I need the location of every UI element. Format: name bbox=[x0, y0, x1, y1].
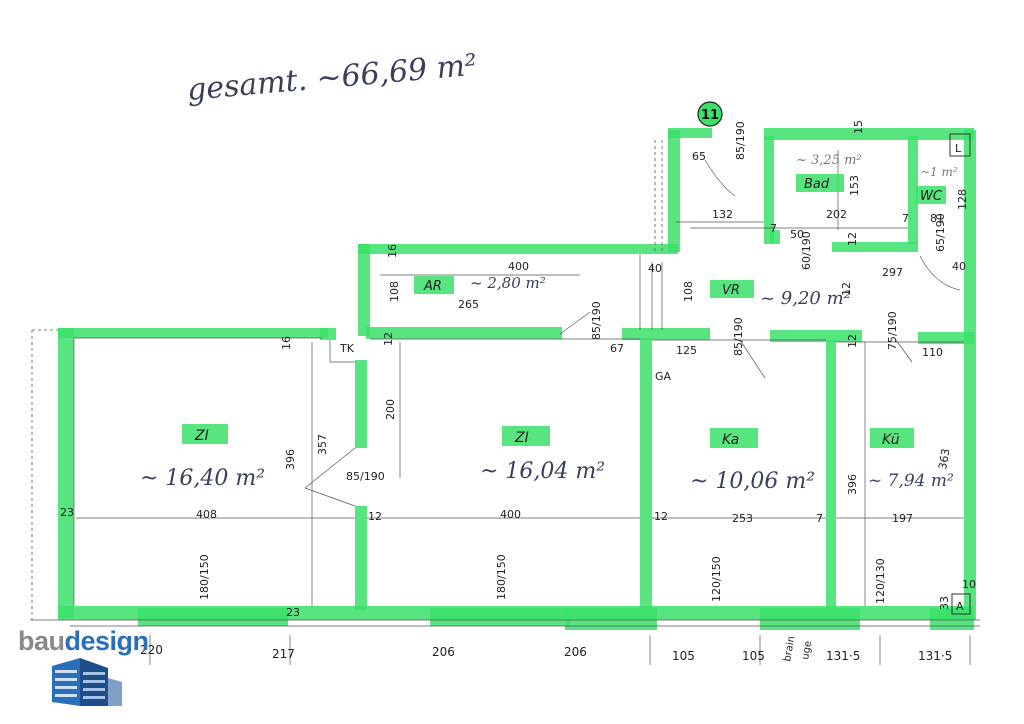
svg-text:40: 40 bbox=[952, 260, 966, 273]
svg-text:297: 297 bbox=[882, 266, 903, 279]
room-ar-label: AR bbox=[423, 279, 442, 294]
svg-text:23: 23 bbox=[286, 606, 300, 619]
svg-text:12: 12 bbox=[654, 510, 668, 523]
room-ku-area: ~ 7,94 m² bbox=[868, 471, 954, 491]
marker-l: L bbox=[955, 142, 962, 155]
svg-text:363: 363 bbox=[936, 448, 952, 471]
room-ka-label: Ka bbox=[722, 432, 739, 448]
svg-text:357: 357 bbox=[316, 434, 329, 455]
marker-tk: TK bbox=[339, 342, 355, 355]
svg-text:200: 200 bbox=[384, 399, 397, 420]
svg-text:202: 202 bbox=[826, 208, 847, 221]
svg-text:396: 396 bbox=[846, 474, 859, 495]
svg-text:105: 105 bbox=[672, 649, 695, 663]
room-zi2-label: ZI bbox=[514, 430, 529, 446]
svg-text:33: 33 bbox=[938, 596, 951, 610]
svg-text:153: 153 bbox=[848, 175, 861, 196]
unit-number-circle bbox=[697, 101, 723, 127]
svg-text:110: 110 bbox=[922, 346, 943, 359]
room-wc-area: ~1 m² bbox=[920, 165, 958, 179]
room-ar-area: ~ 2,80 m² bbox=[470, 274, 546, 292]
svg-text:15: 15 bbox=[852, 120, 865, 134]
svg-text:60/190: 60/190 bbox=[800, 231, 813, 270]
baudesign-logo: baudesign bbox=[18, 626, 158, 706]
svg-text:253: 253 bbox=[732, 512, 753, 525]
svg-text:105: 105 bbox=[742, 649, 765, 663]
svg-text:75/190: 75/190 bbox=[886, 311, 899, 350]
room-wc-label: WC bbox=[920, 189, 943, 204]
svg-text:206: 206 bbox=[564, 645, 587, 659]
svg-text:408: 408 bbox=[196, 508, 217, 521]
svg-text:132: 132 bbox=[712, 208, 733, 221]
svg-text:206: 206 bbox=[432, 645, 455, 659]
svg-text:65: 65 bbox=[692, 150, 706, 163]
total-area-label: gesamt. ~66,69 m² bbox=[186, 48, 479, 108]
svg-text:85/190: 85/190 bbox=[732, 317, 745, 356]
room-ku-label: Kü bbox=[882, 432, 900, 448]
svg-text:81: 81 bbox=[930, 212, 944, 225]
room-bad-label: Bad bbox=[804, 177, 830, 192]
svg-text:7: 7 bbox=[902, 212, 909, 225]
svg-text:12: 12 bbox=[368, 510, 382, 523]
room-zi2-area: ~ 16,04 m² bbox=[480, 459, 605, 484]
room-zi1-area: ~ 16,40 m² bbox=[140, 466, 265, 491]
svg-text:197: 197 bbox=[892, 512, 913, 525]
svg-text:85/190: 85/190 bbox=[734, 121, 747, 160]
svg-text:12: 12 bbox=[840, 282, 853, 296]
svg-text:67: 67 bbox=[610, 342, 624, 355]
room-vr-area: ~ 9,20 m² bbox=[760, 288, 851, 309]
svg-text:120/150: 120/150 bbox=[710, 556, 723, 602]
svg-text:23: 23 bbox=[60, 506, 74, 519]
svg-text:217: 217 bbox=[272, 647, 295, 661]
room-vr-label: VR bbox=[722, 283, 740, 298]
marker-a: A bbox=[956, 600, 964, 613]
svg-text:65/190: 65/190 bbox=[934, 213, 947, 252]
svg-text:12: 12 bbox=[846, 334, 859, 348]
svg-text:85/190: 85/190 bbox=[346, 470, 385, 483]
svg-text:265: 265 bbox=[458, 298, 479, 311]
svg-text:180/150: 180/150 bbox=[495, 554, 508, 600]
room-ka-area: ~ 10,06 m² bbox=[690, 469, 815, 494]
svg-text:12: 12 bbox=[382, 332, 395, 346]
dimension-labels: 408 400 253 197 396 357 200 396 363 23 1… bbox=[60, 120, 976, 663]
svg-text:50: 50 bbox=[790, 228, 804, 241]
svg-text:7: 7 bbox=[770, 222, 777, 235]
svg-text:131·5: 131·5 bbox=[918, 649, 952, 663]
building-icon bbox=[52, 658, 122, 706]
svg-text:40: 40 bbox=[648, 262, 662, 275]
room-labels: ZI ~ 16,40 m² ZI ~ 16,04 m² Ka ~ 10,06 m… bbox=[140, 153, 958, 494]
svg-text:16: 16 bbox=[280, 336, 293, 350]
svg-text:12: 12 bbox=[846, 232, 859, 246]
unit-number: 11 bbox=[701, 108, 719, 123]
room-zi1-label: ZI bbox=[194, 428, 209, 444]
svg-text:125: 125 bbox=[676, 344, 697, 357]
svg-text:220: 220 bbox=[140, 643, 163, 657]
marker-ga: GA bbox=[655, 370, 672, 383]
svg-text:108: 108 bbox=[682, 281, 695, 302]
room-bad-area: ~ 3,25 m² bbox=[796, 153, 862, 168]
svg-text:16: 16 bbox=[386, 244, 399, 258]
svg-text:120/130: 120/130 bbox=[874, 558, 887, 604]
svg-text:400: 400 bbox=[500, 508, 521, 521]
svg-text:396: 396 bbox=[284, 449, 297, 470]
svg-text:400: 400 bbox=[508, 260, 529, 273]
svg-text:108: 108 bbox=[388, 281, 401, 302]
svg-text:131·5: 131·5 bbox=[826, 649, 860, 663]
walls bbox=[58, 128, 976, 630]
svg-text:uge: uge bbox=[800, 640, 814, 660]
plan-lines bbox=[30, 133, 980, 665]
svg-text:7: 7 bbox=[816, 512, 823, 525]
svg-text:10: 10 bbox=[962, 578, 976, 591]
svg-text:180/150: 180/150 bbox=[198, 554, 211, 600]
svg-text:85/190: 85/190 bbox=[590, 301, 603, 340]
logo-wordmark: baudesign bbox=[18, 626, 149, 656]
svg-text:128: 128 bbox=[956, 189, 969, 210]
svg-text:brain: brain bbox=[782, 635, 797, 662]
